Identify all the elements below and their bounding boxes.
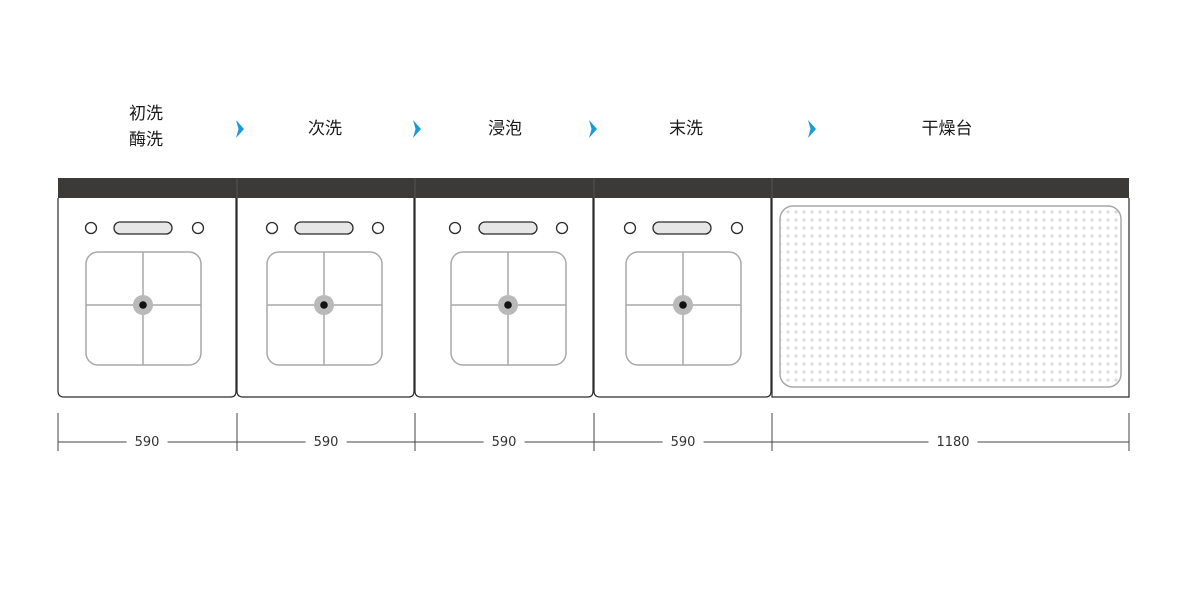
chevron-right-icon — [808, 120, 816, 138]
dimension-label-3: 590 — [483, 434, 525, 452]
stage-label-1-line2: 酶洗 — [129, 130, 163, 150]
sink-unit-1 — [57, 198, 237, 398]
dimension-label-2: 590 — [305, 434, 347, 452]
sink-unit-2 — [236, 198, 415, 398]
sink-unit-3 — [414, 198, 594, 398]
drying-table — [771, 198, 1130, 398]
chevron-right-icon — [589, 120, 597, 138]
stage-label-1-line1: 初洗 — [129, 104, 163, 124]
stage-label-1: 初洗 酶洗 — [129, 101, 163, 153]
stage-label-5: 干燥台 — [921, 119, 973, 139]
chevron-right-icon — [413, 120, 421, 138]
stage-label-2: 次洗 — [308, 119, 342, 139]
stage-label-3: 浸泡 — [488, 119, 522, 139]
dimension-label-1: 590 — [126, 434, 168, 452]
chevron-right-icon — [236, 120, 244, 138]
dimension-label-4: 590 — [662, 434, 704, 452]
dimension-label-5: 1180 — [928, 434, 978, 452]
sink-unit-4 — [593, 198, 772, 398]
stage-label-4: 末洗 — [669, 119, 703, 139]
